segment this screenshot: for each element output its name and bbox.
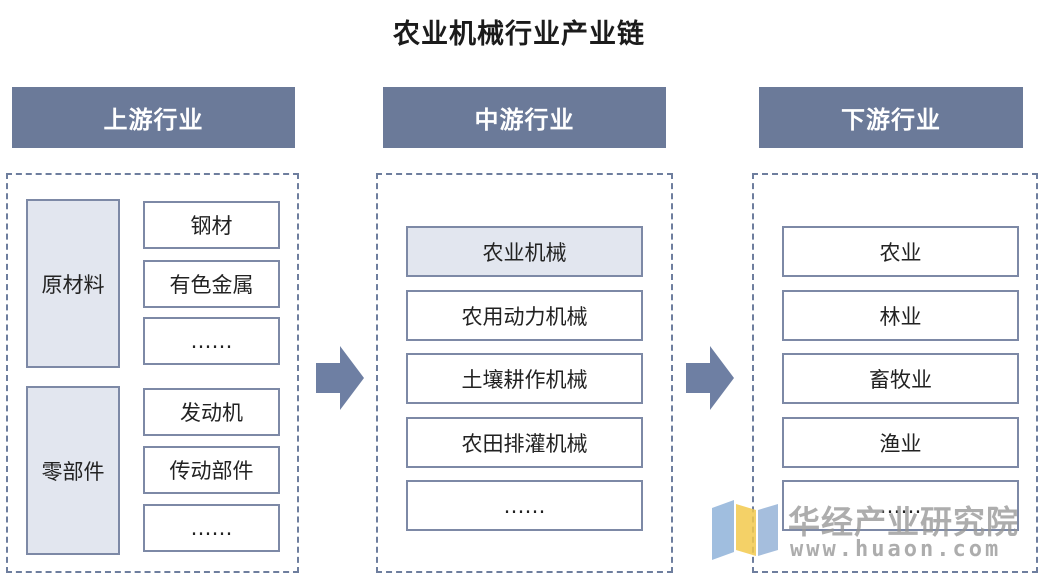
components-group-label: 零部件: [26, 386, 120, 555]
flow-arrow-icon: [316, 346, 364, 410]
downstream-item: 农业: [782, 226, 1019, 277]
midstream-item: 农用动力机械: [406, 290, 643, 341]
midstream-item: 农田排灌机械: [406, 417, 643, 468]
midstream-item: ……: [406, 480, 643, 531]
upstream-item: 传动部件: [143, 446, 280, 494]
upstream-item: ……: [143, 504, 280, 552]
downstream-item: 林业: [782, 290, 1019, 341]
huaon-logo-icon: [712, 500, 778, 560]
diagram-title: 农业机械行业产业链: [393, 19, 645, 50]
upstream-item: ……: [143, 317, 280, 365]
raw-materials-group-label: 原材料: [26, 199, 120, 368]
flow-arrow-icon: [686, 346, 734, 410]
upstream-item: 钢材: [143, 201, 280, 249]
upstream-item: 发动机: [143, 388, 280, 436]
watermark-url: www.huaon.com: [790, 537, 1002, 562]
upstream-item: 有色金属: [143, 260, 280, 308]
downstream-item: 畜牧业: [782, 353, 1019, 404]
watermark-brand: 华经产业研究院: [788, 503, 1020, 541]
downstream-header: 下游行业: [759, 87, 1023, 148]
midstream-header: 中游行业: [383, 87, 666, 148]
upstream-header: 上游行业: [12, 87, 295, 148]
downstream-item: ……: [782, 480, 1019, 531]
midstream-item: 土壤耕作机械: [406, 353, 643, 404]
downstream-item: 渔业: [782, 417, 1019, 468]
midstream-item-primary: 农业机械: [406, 226, 643, 277]
